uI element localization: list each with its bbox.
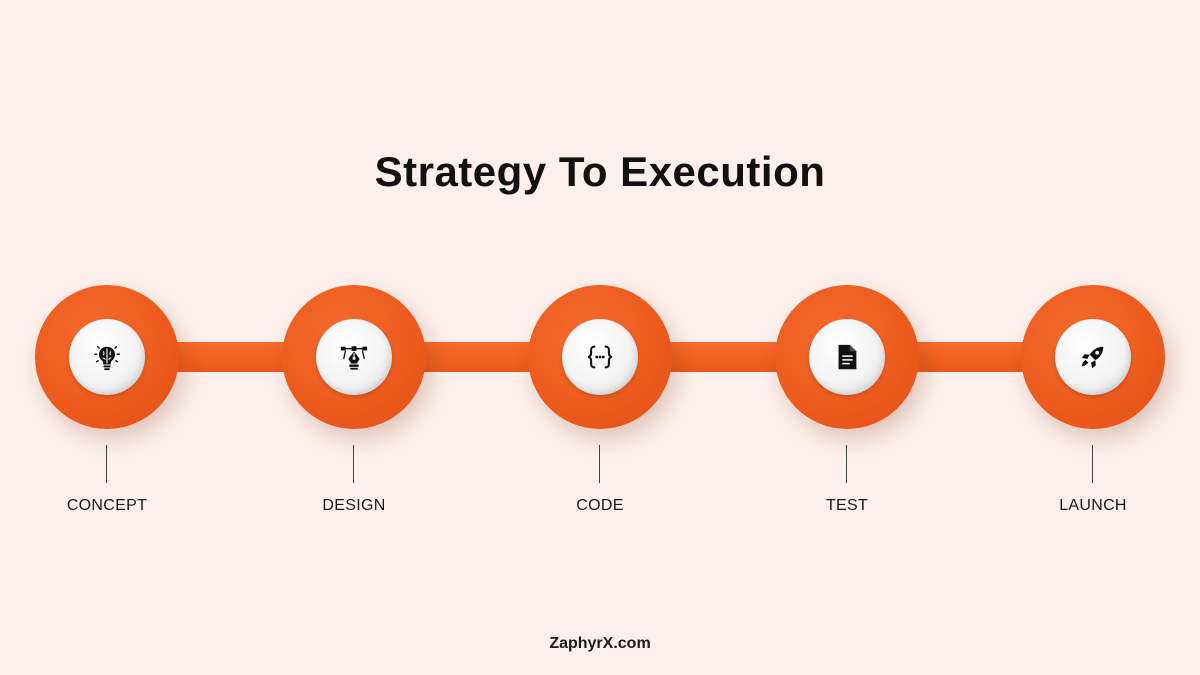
pen-tool-icon: [340, 346, 368, 370]
connector-concept-design: [170, 342, 296, 372]
step-icon-disc: [1055, 319, 1131, 395]
step-stem: [353, 445, 354, 483]
step-launch: LAUNCH: [1021, 285, 1165, 585]
step-ring: [282, 285, 426, 429]
step-icon-disc: [562, 319, 638, 395]
connector-test-launch: [908, 342, 1034, 372]
rocket-icon: [1081, 346, 1104, 369]
step-icon-disc: [809, 319, 885, 395]
document-icon: [838, 344, 857, 370]
step-label-design: DESIGN: [322, 497, 386, 514]
step-stem: [106, 445, 107, 483]
footer-website: ZaphyrX.com: [549, 635, 651, 652]
step-label-code: CODE: [576, 497, 624, 514]
step-ring: [775, 285, 919, 429]
code-braces-icon: [587, 345, 613, 369]
step-code: CODE: [528, 285, 672, 585]
connector-design-code: [416, 342, 542, 372]
lightbulb-brain-icon: [94, 345, 120, 371]
step-ring: [1021, 285, 1165, 429]
step-test: TEST: [775, 285, 919, 585]
step-stem: [846, 445, 847, 483]
step-label-concept: CONCEPT: [66, 497, 148, 514]
step-stem: [599, 445, 600, 483]
step-concept: CONCEPT: [35, 285, 179, 585]
step-icon-disc: [316, 319, 392, 395]
step-stem: [1092, 445, 1093, 483]
step-ring: [528, 285, 672, 429]
diagram-title: Strategy To Execution: [374, 148, 826, 195]
step-ring: [35, 285, 179, 429]
step-label-launch: LAUNCH: [1059, 497, 1127, 514]
step-design: DESIGN: [282, 285, 426, 585]
connector-code-test: [662, 342, 788, 372]
step-icon-disc: [69, 319, 145, 395]
step-label-test: TEST: [825, 497, 869, 514]
